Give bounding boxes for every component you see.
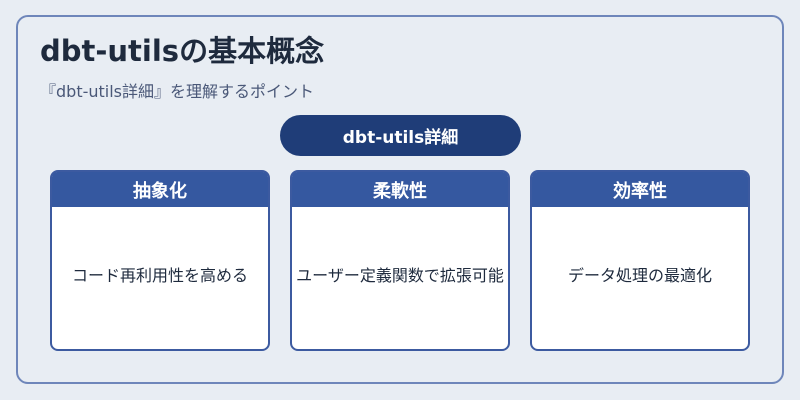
card-body-text: コード再利用性を高める <box>71 266 248 285</box>
concept-card-flexibility: 柔軟性 ユーザー定義関数で拡張可能 <box>290 170 510 351</box>
card-header: 抽象化 <box>52 172 268 207</box>
card-header-label: 効率性 <box>613 180 667 202</box>
concept-card-abstraction: 抽象化 コード再利用性を高める <box>50 170 270 351</box>
card-header: 柔軟性 <box>292 172 508 207</box>
card-body-text: ユーザー定義関数で拡張可能 <box>296 266 504 285</box>
concept-card-efficiency: 効率性 データ処理の最適化 <box>530 170 750 351</box>
card-body: コード再利用性を高める <box>40 207 280 349</box>
card-header: 効率性 <box>532 172 748 207</box>
page-title: dbt-utilsの基本概念 <box>40 34 325 68</box>
central-concept-node: dbt-utils詳細 <box>280 115 521 156</box>
card-header-label: 抽象化 <box>133 180 187 202</box>
card-body-text: データ処理の最適化 <box>567 266 712 285</box>
page-subtitle: 『dbt-utils詳細』を理解するポイント <box>40 82 315 101</box>
card-body: ユーザー定義関数で拡張可能 <box>280 207 520 349</box>
central-concept-label: dbt-utils詳細 <box>342 128 459 148</box>
card-header-label: 柔軟性 <box>373 180 427 202</box>
card-body: データ処理の最適化 <box>520 207 760 349</box>
